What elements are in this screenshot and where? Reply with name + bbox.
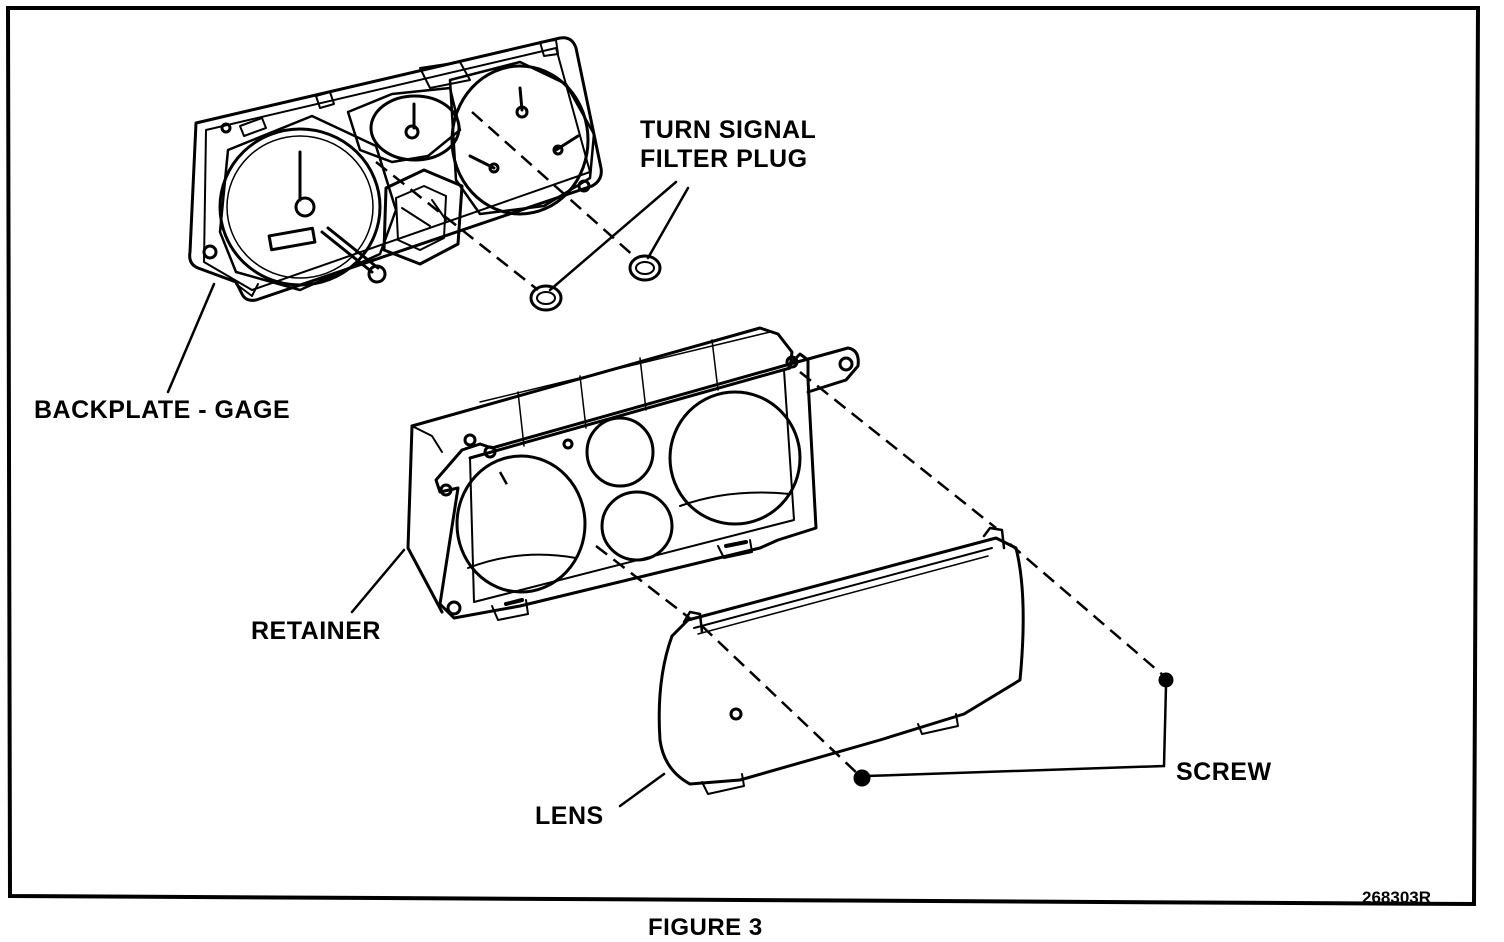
turn-signal-filter-plug-label: TURN SIGNAL FILTER PLUG	[640, 116, 816, 174]
screw-label: SCREW	[1176, 758, 1272, 786]
leader-lines	[166, 180, 1168, 808]
turn-signal-label-line2: FILTER PLUG	[640, 144, 808, 173]
turn-signal-filter-plug	[529, 254, 662, 312]
figure-frame	[5, 6, 1481, 907]
backplate-gage-label: BACKPLATE - GAGE	[34, 396, 291, 424]
alignment-lines-backplate	[375, 111, 637, 291]
figure-caption: FIGURE 3	[648, 914, 763, 941]
turn-signal-label-line1: TURN SIGNAL	[640, 116, 817, 144]
alignment-lines-retainer	[498, 371, 997, 777]
lens	[657, 526, 1025, 795]
retainer-label: RETAINER	[251, 617, 381, 645]
backplate-gage	[188, 36, 603, 302]
alignment-lines-screw	[1009, 543, 1165, 677]
retainer	[406, 326, 860, 621]
figure-code: 268303R	[1362, 888, 1432, 907]
lens-label: LENS	[535, 802, 604, 830]
